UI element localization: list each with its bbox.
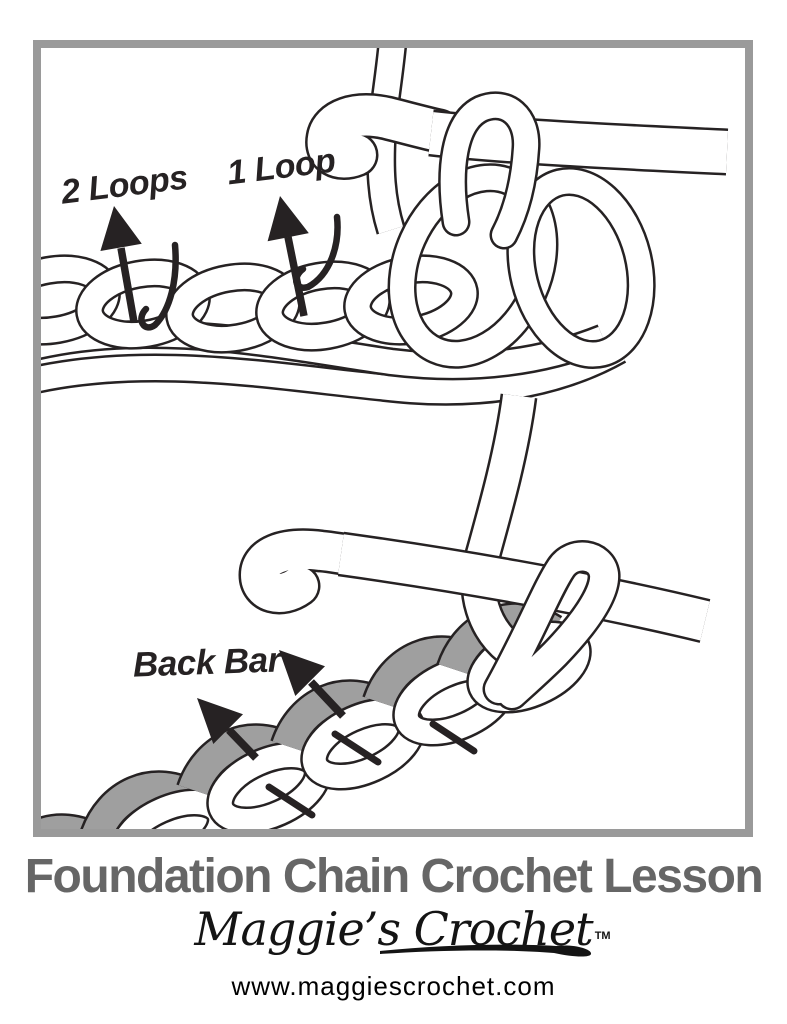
crochet-hook-head xyxy=(240,530,370,612)
back-bar-label: Back Bar xyxy=(132,640,282,685)
crochet-hook-shaft xyxy=(338,534,710,641)
crochet-lesson-illustration xyxy=(41,48,729,829)
back-bar-arrow-icon xyxy=(279,650,346,719)
chain-ridge-strand xyxy=(41,339,625,404)
back-bar-tick xyxy=(265,783,316,819)
two-loops-marker xyxy=(138,241,179,331)
slip-knot-loop xyxy=(508,169,654,367)
one-loop-arrow-icon xyxy=(267,196,309,317)
back-bar-tick xyxy=(331,730,382,766)
lesson-title: Foundation Chain Crochet Lesson xyxy=(24,850,764,903)
diagram-frame: 2 Loops 1 Loop Back Bar xyxy=(33,40,753,837)
crochet-hook-shaft xyxy=(428,112,728,173)
bottom-illustration xyxy=(41,393,711,829)
two-loops-arrow-icon xyxy=(100,206,142,323)
yarn-loop-on-hook xyxy=(440,93,539,247)
back-bar-tick xyxy=(429,720,478,755)
back-bar-arrow-icon xyxy=(197,698,259,761)
crochet-hook-underline-icon xyxy=(379,944,591,957)
top-illustration xyxy=(41,48,729,406)
yarn-loop-on-hook xyxy=(485,542,619,708)
crochet-hook-head xyxy=(307,95,459,178)
trademark-symbol: TM xyxy=(594,930,611,942)
website-url: www.maggiescrochet.com xyxy=(231,971,556,1001)
brand-logo: Maggie’s Crochet TM xyxy=(0,902,787,957)
